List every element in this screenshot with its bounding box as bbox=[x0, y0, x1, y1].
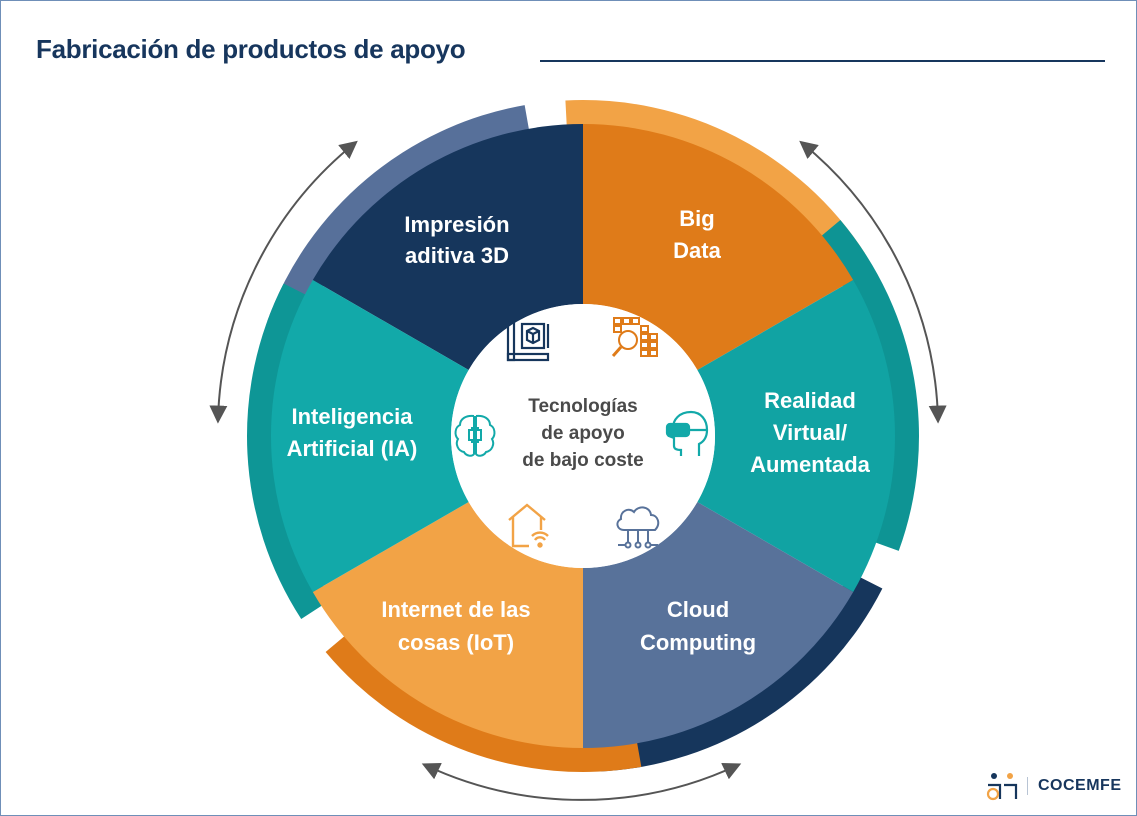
rotation-arrow-left bbox=[209, 140, 358, 424]
ai-brain-icon bbox=[454, 414, 496, 457]
cocemfe-logo: COCEMFE bbox=[985, 768, 1122, 804]
center-label-line: de bajo coste bbox=[522, 450, 643, 471]
center-label-line: Tecnologías bbox=[528, 396, 637, 417]
segment-label-line: Inteligencia bbox=[291, 404, 413, 429]
segment-label-line: Aumentada bbox=[750, 452, 871, 477]
segment-label-line: Computing bbox=[640, 630, 756, 655]
big-data-icon bbox=[611, 317, 658, 357]
cloud-icon bbox=[616, 506, 660, 549]
segment-label-line: Virtual/ bbox=[773, 420, 847, 445]
segment-label-line: cosas (IoT) bbox=[398, 630, 514, 655]
segment-label-iot: Internet de las cosas (IoT) bbox=[381, 597, 530, 655]
segment-label-inteligencia-artificial: Inteligencia Artificial (IA) bbox=[287, 404, 418, 461]
segment-wedge-1 bbox=[312, 124, 583, 370]
title-rule bbox=[540, 60, 1105, 62]
segment-label-big-data: Big Data bbox=[673, 206, 721, 263]
rotation-arrow-bottom bbox=[421, 762, 742, 801]
segment-label-realidad-virtual: Realidad Virtual/ Aumentada bbox=[750, 388, 871, 477]
page-title: Fabricación de productos de apoyo bbox=[36, 34, 466, 64]
segment-label-line: Impresión bbox=[404, 212, 509, 237]
segment-wedge-2 bbox=[583, 124, 854, 370]
segment-wedge-4 bbox=[583, 502, 854, 748]
segment-wedge-5 bbox=[312, 502, 583, 748]
segment-label-line: Internet de las bbox=[381, 597, 530, 622]
rotation-arrow-right bbox=[799, 140, 947, 424]
segment-label-line: Big bbox=[679, 206, 714, 231]
vr-headset-icon bbox=[665, 410, 709, 456]
segment-label-cloud-computing: Cloud Computing bbox=[640, 597, 756, 655]
cocemfe-logo-icon bbox=[986, 773, 1018, 801]
smart-home-icon bbox=[508, 503, 549, 548]
segment-label-impresion: Impresión aditiva 3D bbox=[404, 212, 509, 268]
segment-label-line: Cloud bbox=[667, 597, 729, 622]
logo-text: COCEMFE bbox=[1027, 777, 1122, 795]
center-circle bbox=[451, 304, 715, 568]
segment-label-line: Artificial (IA) bbox=[287, 436, 418, 461]
center-label-line: de apoyo bbox=[541, 423, 624, 444]
segment-label-line: Realidad bbox=[764, 388, 856, 413]
segment-label-line: aditiva 3D bbox=[405, 243, 509, 268]
segment-label-line: Data bbox=[673, 238, 721, 263]
3d-printing-icon bbox=[506, 318, 550, 362]
center-label: Tecnologías de apoyo de bajo coste bbox=[522, 396, 643, 471]
